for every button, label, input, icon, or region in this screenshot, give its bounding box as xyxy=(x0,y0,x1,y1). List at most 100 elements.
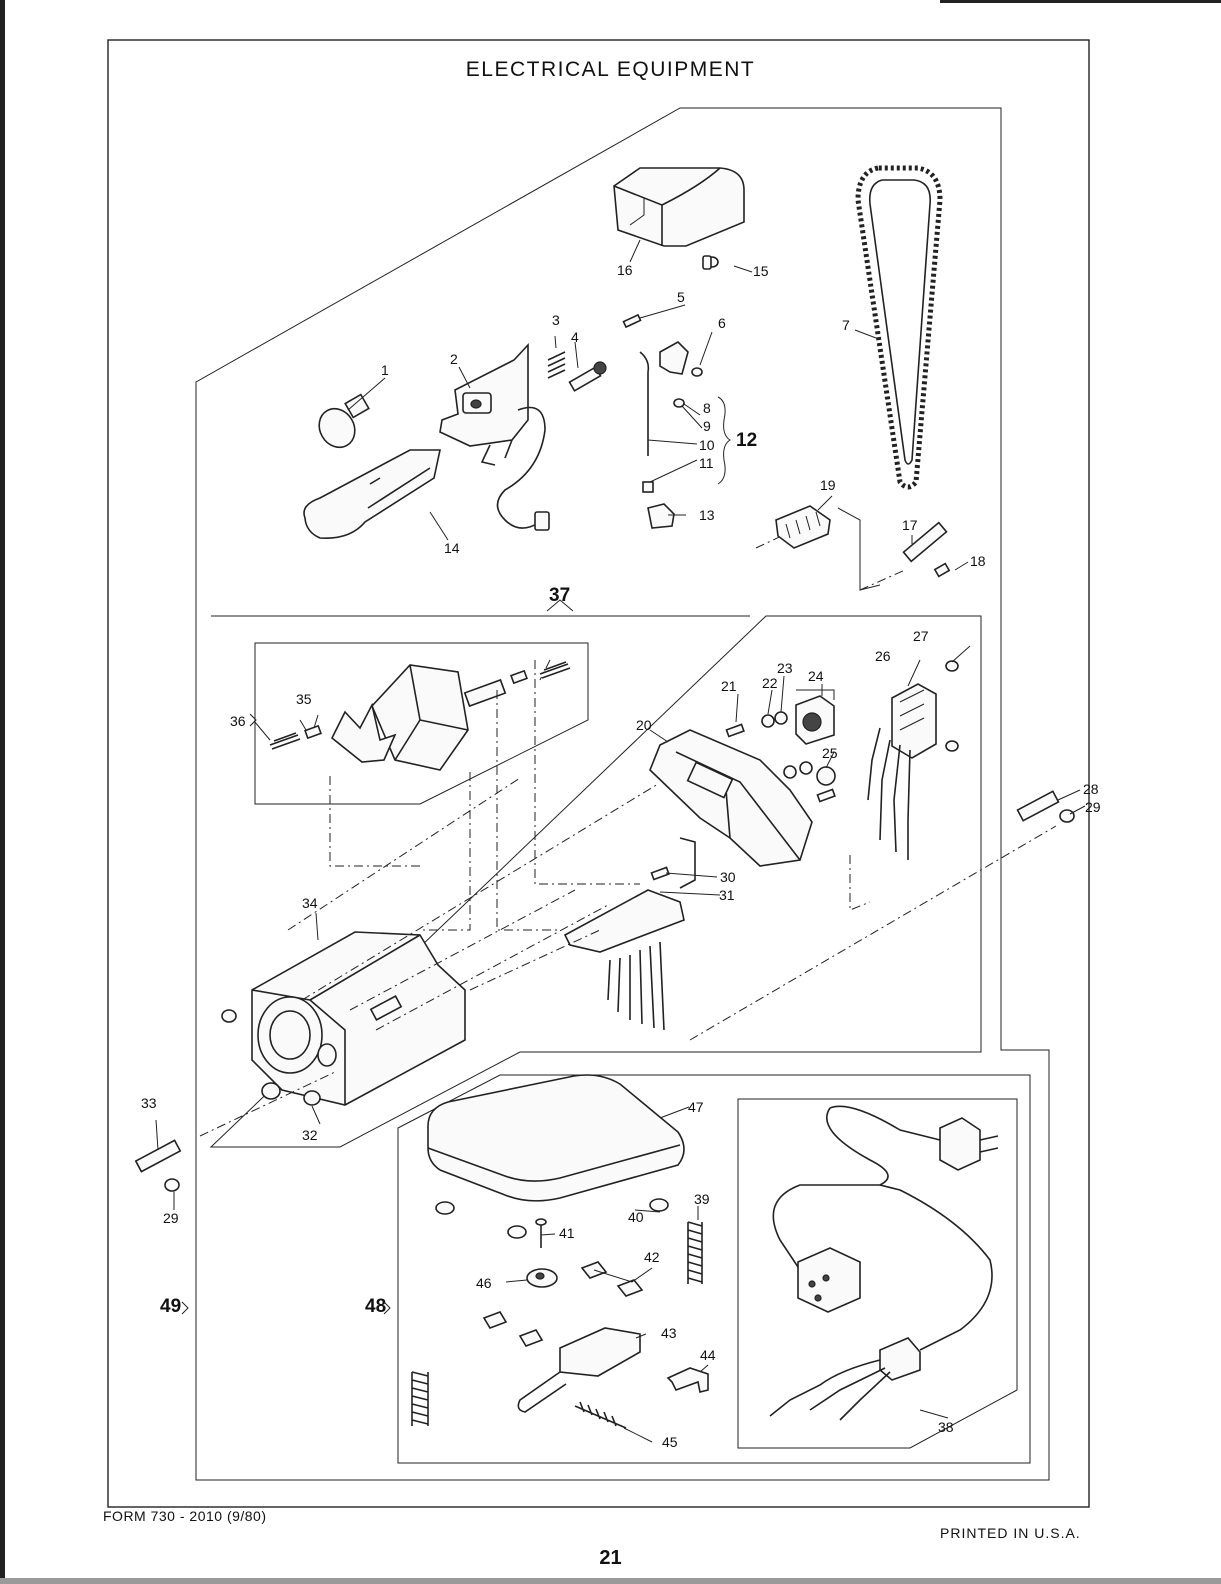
group-outline-37 xyxy=(209,615,982,1148)
page-frame xyxy=(107,39,1090,1508)
group-outline-38 xyxy=(737,1098,1018,1449)
part-17-shaft xyxy=(902,521,948,563)
bracket-12 xyxy=(717,396,731,485)
label-36: 36 xyxy=(230,713,246,729)
label-30: 30 xyxy=(720,869,736,885)
part-48-spring-left xyxy=(411,1371,429,1426)
label-27: 27 xyxy=(913,628,929,644)
label-6: 6 xyxy=(718,315,726,331)
part-27-screw xyxy=(945,660,959,752)
part-28-shaft xyxy=(1016,790,1060,822)
label-29-left: 29 xyxy=(163,1210,179,1226)
label-16: 16 xyxy=(617,262,633,278)
label-47: 47 xyxy=(688,1099,704,1115)
part-24-bearing xyxy=(795,689,835,745)
label-5: 5 xyxy=(677,289,685,305)
label-20: 20 xyxy=(636,717,652,733)
part-5-pin xyxy=(622,313,642,329)
scan-edge-left xyxy=(0,0,5,1584)
label-37: 37 xyxy=(549,585,570,606)
label-44: 44 xyxy=(700,1347,716,1363)
label-10: 10 xyxy=(699,437,715,453)
label-17: 17 xyxy=(902,517,918,533)
label-46: 46 xyxy=(476,1275,492,1291)
label-9: 9 xyxy=(703,418,711,434)
part-20-housing xyxy=(649,729,813,867)
label-1: 1 xyxy=(381,362,389,378)
part-40-rubber-feet xyxy=(435,1198,669,1239)
part-44-bracket xyxy=(666,1367,709,1393)
part-31-terminal-plate xyxy=(563,837,696,1031)
label-38: 38 xyxy=(938,1419,954,1435)
part-36-armature xyxy=(330,661,571,771)
page-title: ELECTRICAL EQUIPMENT xyxy=(465,58,756,81)
label-15: 15 xyxy=(753,263,769,279)
part-22-washer xyxy=(761,714,775,728)
group-outline-49 xyxy=(195,107,1050,1481)
part-2-lamp-bracket xyxy=(439,342,550,531)
label-32: 32 xyxy=(302,1127,318,1143)
part-45-spring xyxy=(574,1401,627,1429)
part-4-screw xyxy=(568,361,607,392)
part-10-rod xyxy=(639,351,650,456)
label-35: 35 xyxy=(296,691,312,707)
part-38-power-cord xyxy=(769,1105,999,1421)
part-16-belt-cover xyxy=(613,167,745,247)
label-42: 42 xyxy=(644,1249,660,1265)
leader-lines xyxy=(155,239,1086,1443)
label-25: 25 xyxy=(822,745,838,761)
part-6-washer xyxy=(691,367,703,377)
label-49: 49 xyxy=(160,1296,181,1317)
label-34: 34 xyxy=(302,895,318,911)
page-number: 21 xyxy=(599,1547,622,1569)
label-2: 2 xyxy=(450,351,458,367)
label-28: 28 xyxy=(1083,781,1099,797)
label-48: 48 xyxy=(365,1296,386,1317)
part-46-cam xyxy=(526,1268,558,1288)
label-26: 26 xyxy=(875,648,891,664)
part-labels: 1 2 3 4 5 6 7 8 9 10 11 12 13 14 15 16 1… xyxy=(141,262,1101,1450)
form-number: FORM 730 - 2010 (9/80) xyxy=(103,1508,267,1524)
scan-edge-top xyxy=(940,0,1221,3)
label-12: 12 xyxy=(736,430,757,451)
label-31: 31 xyxy=(719,887,735,903)
part-11-nut xyxy=(642,481,654,493)
part-41-screw xyxy=(535,1218,547,1248)
part-21-screw xyxy=(725,723,745,738)
label-14: 14 xyxy=(444,540,460,556)
part-25-bushing xyxy=(783,761,836,803)
group-braces xyxy=(181,713,391,1315)
label-33: 33 xyxy=(141,1095,157,1111)
part-26-terminal-block xyxy=(867,683,937,860)
part-1-bulb xyxy=(318,393,370,449)
label-40: 40 xyxy=(628,1209,644,1225)
scan-edge-bottom xyxy=(0,1578,1221,1584)
label-4: 4 xyxy=(571,329,579,345)
part-14-reflector xyxy=(303,449,441,539)
group-37-bracket xyxy=(546,599,574,612)
bracket-19-dash xyxy=(755,531,906,591)
part-13-switch xyxy=(647,503,675,529)
part-34-motor-housing xyxy=(251,931,466,1106)
part-30-screw xyxy=(650,866,670,881)
part-8-lever xyxy=(659,341,689,375)
assembly-dash-lines xyxy=(199,659,1057,1137)
label-21: 21 xyxy=(721,678,737,694)
label-8: 8 xyxy=(703,400,711,416)
label-39: 39 xyxy=(694,1191,710,1207)
label-3: 3 xyxy=(552,312,560,328)
label-24: 24 xyxy=(808,668,824,684)
label-41: 41 xyxy=(559,1225,575,1241)
part-39-spring xyxy=(687,1221,703,1284)
group-outline-36 xyxy=(254,642,589,805)
label-22: 22 xyxy=(762,675,778,691)
part-47-foot-control-cover xyxy=(427,1074,685,1202)
part-29-clip-right xyxy=(1059,809,1075,823)
bracket-19 xyxy=(837,507,881,591)
part-33-shaft xyxy=(134,1139,182,1173)
part-15-screw xyxy=(702,255,719,270)
label-29-right: 29 xyxy=(1085,799,1101,815)
label-23: 23 xyxy=(777,660,793,676)
part-43-rheostat xyxy=(517,1327,641,1413)
